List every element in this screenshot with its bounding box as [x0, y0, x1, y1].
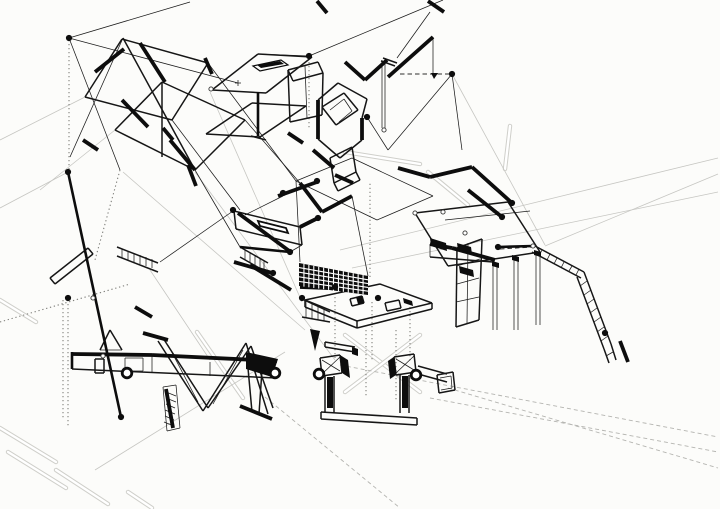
dotted-lines-layer [0, 40, 411, 428]
ghost-tubes-layer [0, 123, 513, 509]
endpoint-dots-layer [64, 34, 609, 421]
thick-bars-layer [71, 0, 630, 429]
wheel-rings-layer [120, 366, 423, 382]
polygons-layer [246, 59, 541, 408]
wide-lines-layer [66, 92, 534, 418]
thin-lines-layer [68, 0, 614, 432]
facade-grid [298, 263, 369, 295]
joint-circles-layer [90, 86, 536, 359]
construction-lines-layer [0, 73, 719, 471]
